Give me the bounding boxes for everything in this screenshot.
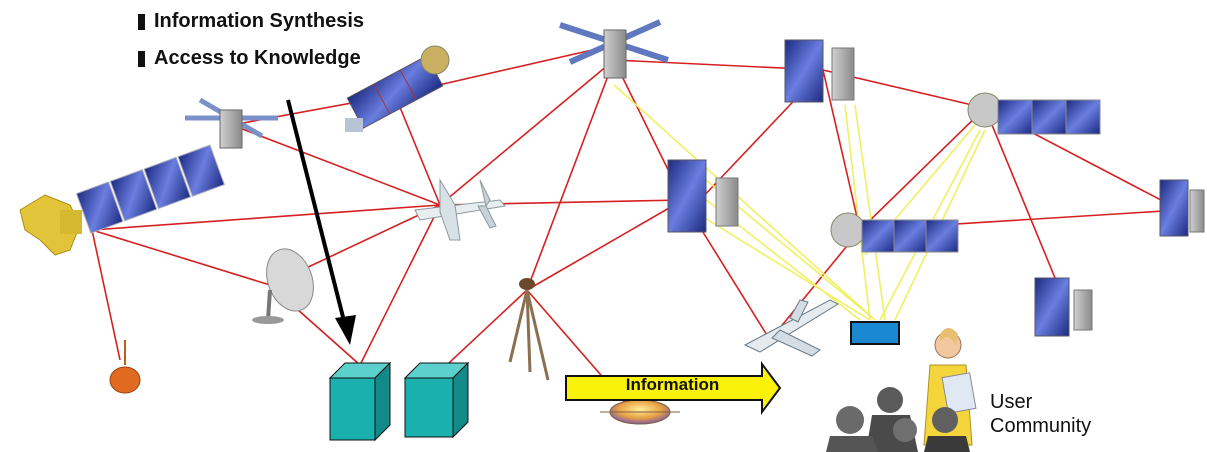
bullet-text: Access to Knowledge (154, 47, 361, 69)
information-arrow (565, 361, 782, 415)
storage-box-1 (328, 361, 392, 442)
bullet-square-icon (138, 50, 145, 67)
satellite-tilted-icon (345, 45, 450, 132)
user-label-line-2: Community (990, 415, 1092, 437)
satellite-right-icon (967, 92, 1101, 135)
tripod-instrument-icon (508, 278, 550, 381)
radar-dish-icon (252, 248, 314, 324)
satellite-left-icon (19, 144, 225, 256)
satellite-middle-icon (830, 212, 959, 253)
bullet-square-icon (138, 13, 145, 30)
user-label-line-1: User (990, 391, 1033, 413)
aircraft-icon (743, 299, 840, 357)
sensor-disc-icon (600, 399, 680, 425)
bullet-access-to-knowledge: Access to Knowledge (138, 47, 361, 70)
storage-box-2 (403, 361, 470, 439)
user-community-label: User Community (990, 390, 1091, 438)
buoy-icon (109, 340, 141, 394)
satellite-center-icon (667, 159, 739, 233)
satellite-small-icon (185, 97, 278, 149)
bullet-text: Information Synthesis (154, 10, 365, 32)
satellite-top-icon (559, 19, 669, 79)
ground-station-box (850, 321, 900, 345)
user-community-icon (826, 328, 977, 452)
information-label: Information (625, 375, 720, 394)
satellite-far-right-icon (1159, 179, 1205, 237)
uav-icon (414, 178, 506, 241)
bullet-information-synthesis: Information Synthesis (138, 10, 364, 33)
synthesis-arrow (286, 99, 356, 345)
satellite-lower-right-icon (1034, 277, 1093, 337)
satellite-upper-right-icon (784, 39, 855, 103)
